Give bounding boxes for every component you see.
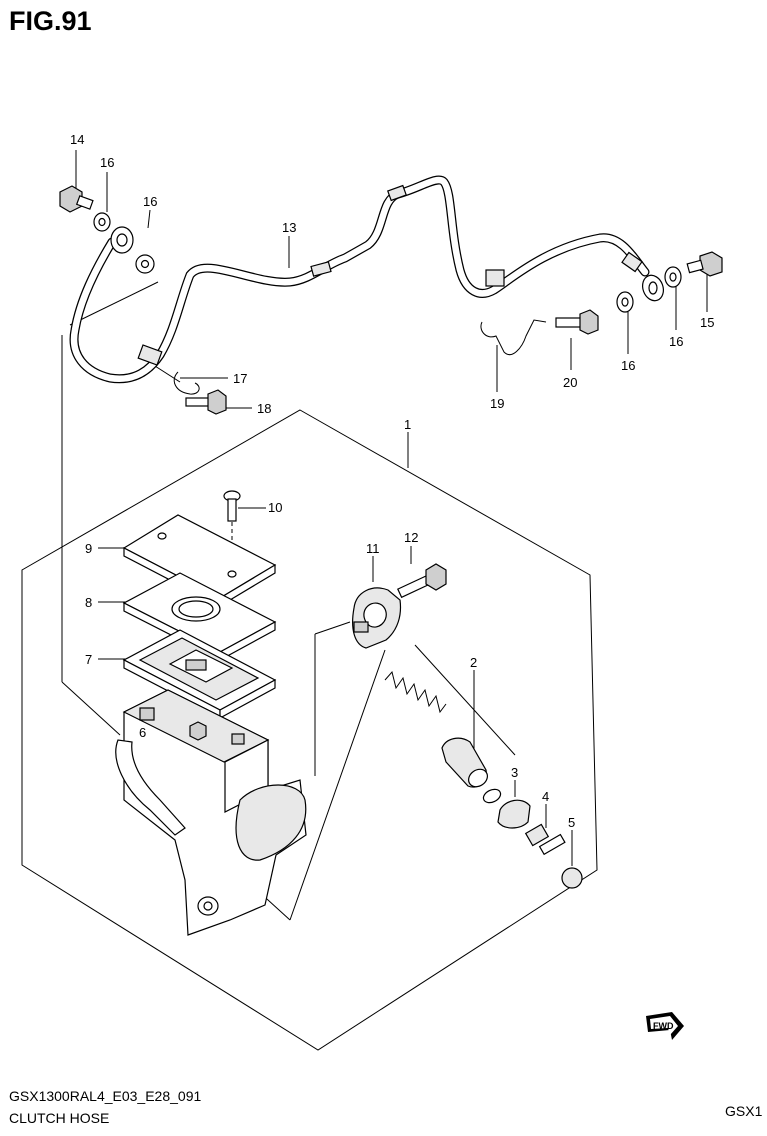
clutch-hose — [69, 175, 664, 384]
forward-arrow-icon: FWD — [646, 1012, 684, 1040]
callout-4: 4 — [542, 789, 549, 804]
screw-10 — [223, 490, 241, 522]
spring-2 — [384, 670, 447, 714]
holder-11 — [352, 587, 402, 649]
piston-2 — [441, 737, 488, 788]
gasket-washers-16 — [93, 212, 682, 313]
nut-6 — [189, 721, 207, 741]
callout-6: 6 — [139, 725, 146, 740]
callout-16: 16 — [100, 155, 114, 170]
callout-12: 12 — [404, 530, 418, 545]
callout-3: 3 — [511, 765, 518, 780]
callout-19: 19 — [490, 396, 504, 411]
callouts: 14 16 16 13 17 18 19 20 16 16 15 1 10 9 … — [70, 132, 714, 830]
callout-14: 14 — [70, 132, 84, 147]
assembly-outline — [21, 409, 598, 1051]
plate-8 — [122, 572, 277, 662]
cap-5 — [561, 867, 583, 889]
boot-3 — [497, 799, 531, 829]
callout-5: 5 — [568, 815, 575, 830]
callout-2: 2 — [470, 655, 477, 670]
master-cylinder-body — [115, 689, 307, 936]
callout-15: 15 — [700, 315, 714, 330]
callout-16: 16 — [621, 358, 635, 373]
circlip-3 — [482, 788, 502, 804]
callout-1: 1 — [404, 417, 411, 432]
union-bolt-15 — [686, 251, 723, 277]
callout-17: 17 — [233, 371, 247, 386]
callout-7: 7 — [85, 652, 92, 667]
hose-clamp-17 — [173, 371, 200, 395]
callout-11: 11 — [366, 541, 380, 556]
callout-13: 13 — [282, 220, 296, 235]
callout-20: 20 — [563, 375, 577, 390]
union-bolt-14 — [59, 185, 94, 213]
callout-16: 16 — [669, 334, 683, 349]
callout-18: 18 — [257, 401, 271, 416]
bolt-12 — [397, 563, 447, 599]
diagram-code: GSX1300RAL4_E03_E28_091 — [9, 1088, 202, 1104]
svg-text:FWD: FWD — [653, 1021, 674, 1031]
callout-16: 16 — [143, 194, 157, 209]
diagram-name: CLUTCH HOSE — [9, 1110, 110, 1126]
callout-9: 9 — [85, 541, 92, 556]
bolt-20 — [555, 309, 599, 335]
figure-title: FIG.91 — [9, 6, 92, 36]
push-rod-4 — [524, 823, 566, 856]
clamp-19 — [480, 319, 547, 356]
callout-10: 10 — [268, 500, 282, 515]
callout-8: 8 — [85, 595, 92, 610]
model-label: GSX1 — [725, 1103, 763, 1119]
bolt-18 — [185, 389, 227, 415]
